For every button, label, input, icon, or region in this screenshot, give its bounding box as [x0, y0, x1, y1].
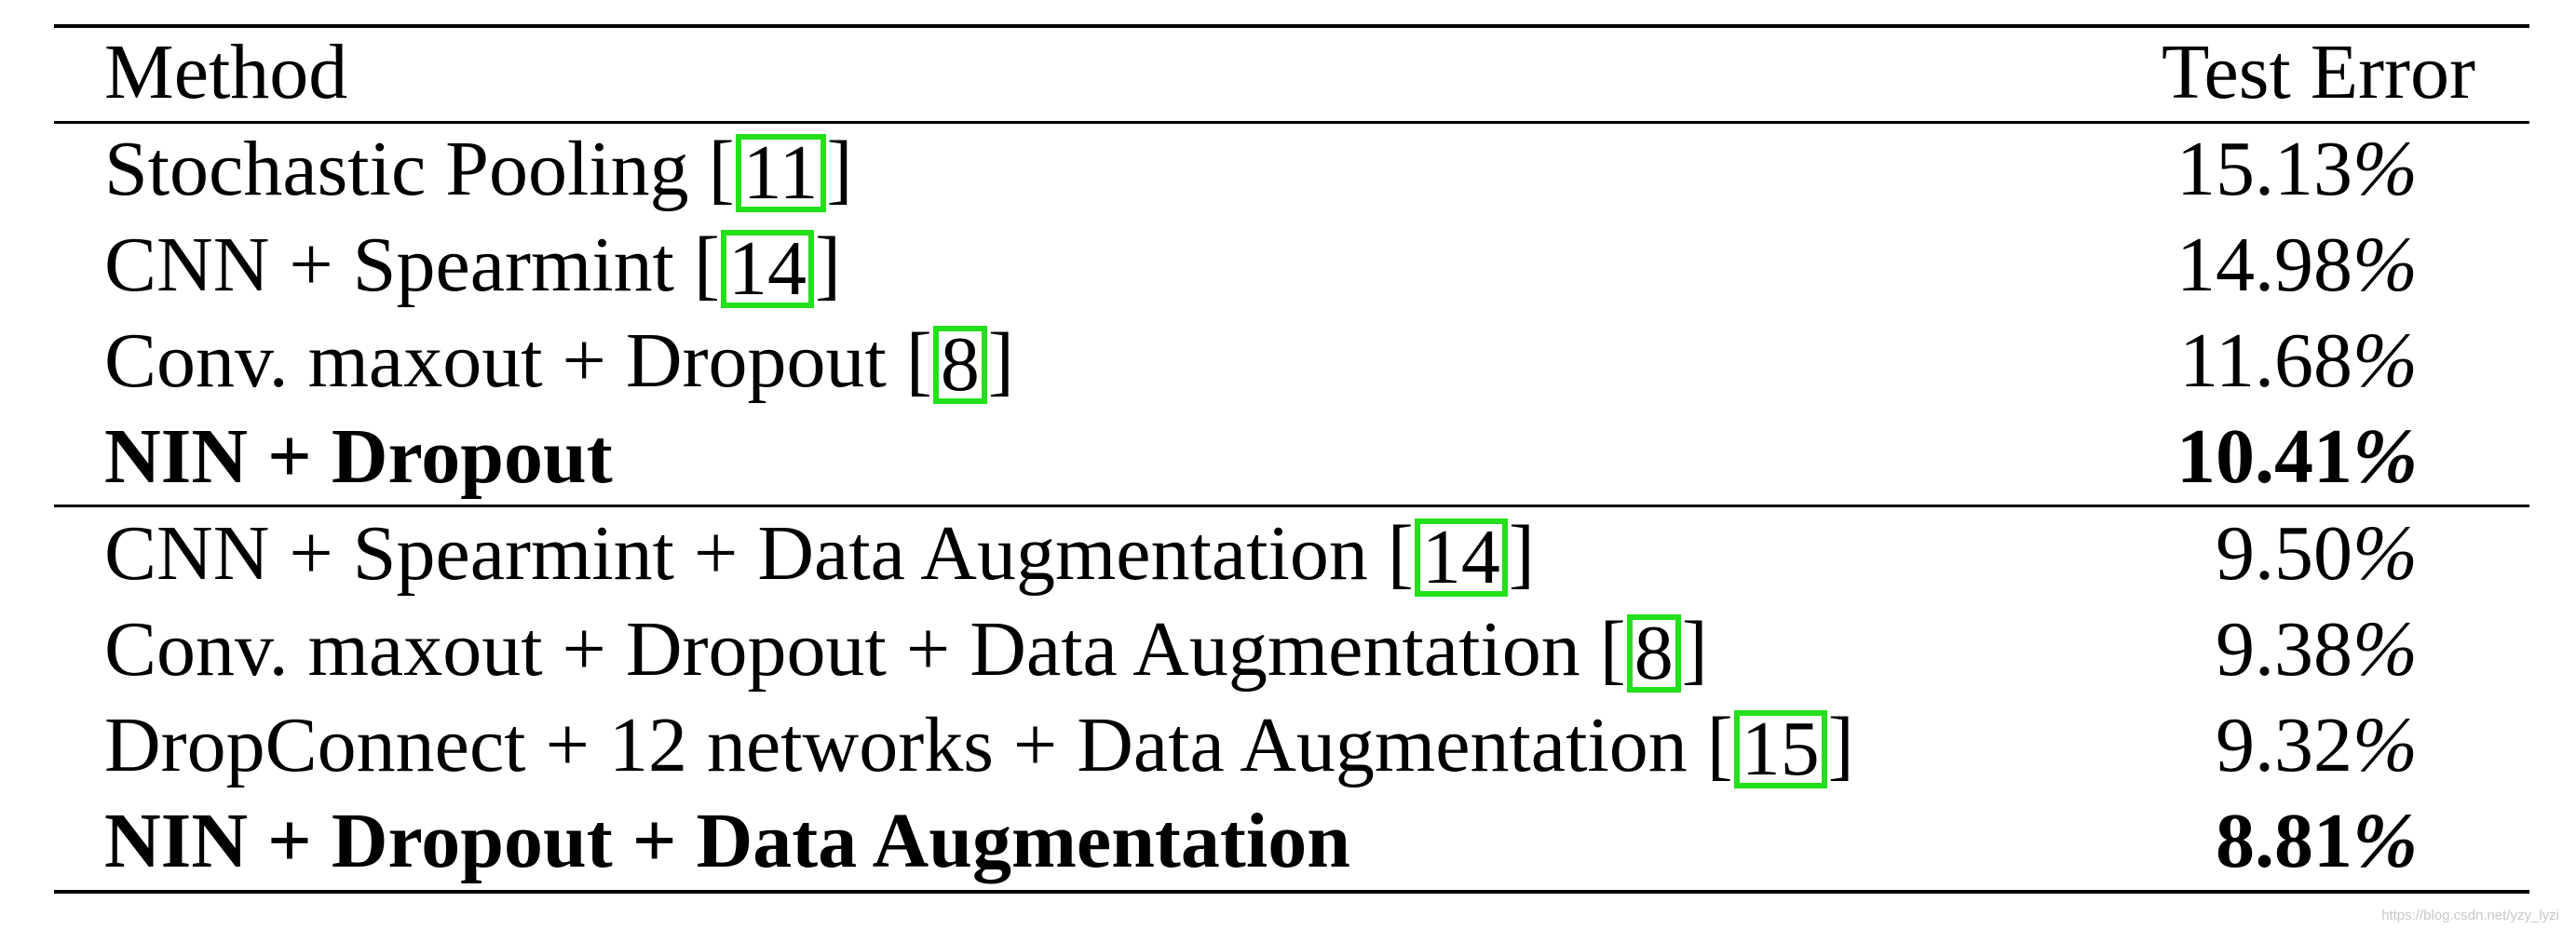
error-cell: 15.13%: [2176, 126, 2418, 212]
table-row: CNN + Spearmint + Data Augmentation [14]…: [0, 505, 2576, 602]
error-cell: 9.38%: [2216, 606, 2418, 693]
error-cell: 9.50%: [2216, 510, 2418, 597]
header-method: Method: [104, 29, 348, 115]
bottom-rule: [54, 890, 2529, 894]
group-separator-rule: [54, 505, 2529, 507]
method-cell: Stochastic Pooling [11]: [104, 126, 853, 216]
method-cell: Conv. maxout + Dropout + Data Augmentati…: [104, 606, 1708, 696]
table-row: Conv. maxout + Dropout + Data Augmentati…: [0, 601, 2576, 698]
table-header-row: Method Test Error: [0, 24, 2576, 121]
header-rule: [54, 121, 2529, 124]
watermark-text: https://blog.csdn.net/yzy_lyzi: [2381, 908, 2559, 923]
table-row: DropConnect + 12 networks + Data Augment…: [0, 697, 2576, 794]
method-cell: CNN + Spearmint + Data Augmentation [14]: [104, 510, 1535, 600]
method-cell: DropConnect + 12 networks + Data Augment…: [104, 702, 1854, 792]
error-cell: 10.41%: [2176, 413, 2418, 500]
citation-link[interactable]: 11: [735, 133, 826, 212]
top-rule: [54, 24, 2529, 28]
table-row-highlight: NIN + Dropout + Data Augmentation 8.81%: [0, 793, 2576, 890]
method-cell: Conv. maxout + Dropout [8]: [104, 317, 1014, 408]
error-cell: 9.32%: [2216, 702, 2418, 788]
table-row-highlight: NIN + Dropout 10.41%: [0, 409, 2576, 505]
method-cell: NIN + Dropout + Data Augmentation: [104, 798, 1350, 884]
error-cell: 14.98%: [2176, 222, 2418, 308]
table-row: Stochastic Pooling [11] 15.13%: [0, 121, 2576, 218]
citation-link[interactable]: 14: [1414, 518, 1508, 597]
table-row: Conv. maxout + Dropout [8] 11.68%: [0, 313, 2576, 410]
citation-link[interactable]: 14: [720, 229, 814, 308]
citation-link[interactable]: 8: [1626, 613, 1681, 693]
citation-link[interactable]: 15: [1733, 709, 1827, 788]
table-row: CNN + Spearmint [14] 14.98%: [0, 217, 2576, 314]
citation-link[interactable]: 8: [932, 325, 987, 404]
header-test-error: Test Error: [2162, 29, 2475, 115]
error-cell: 8.81%: [2216, 798, 2418, 884]
error-cell: 11.68%: [2179, 317, 2418, 404]
method-cell: NIN + Dropout: [104, 413, 613, 500]
method-cell: CNN + Spearmint [14]: [104, 222, 841, 312]
